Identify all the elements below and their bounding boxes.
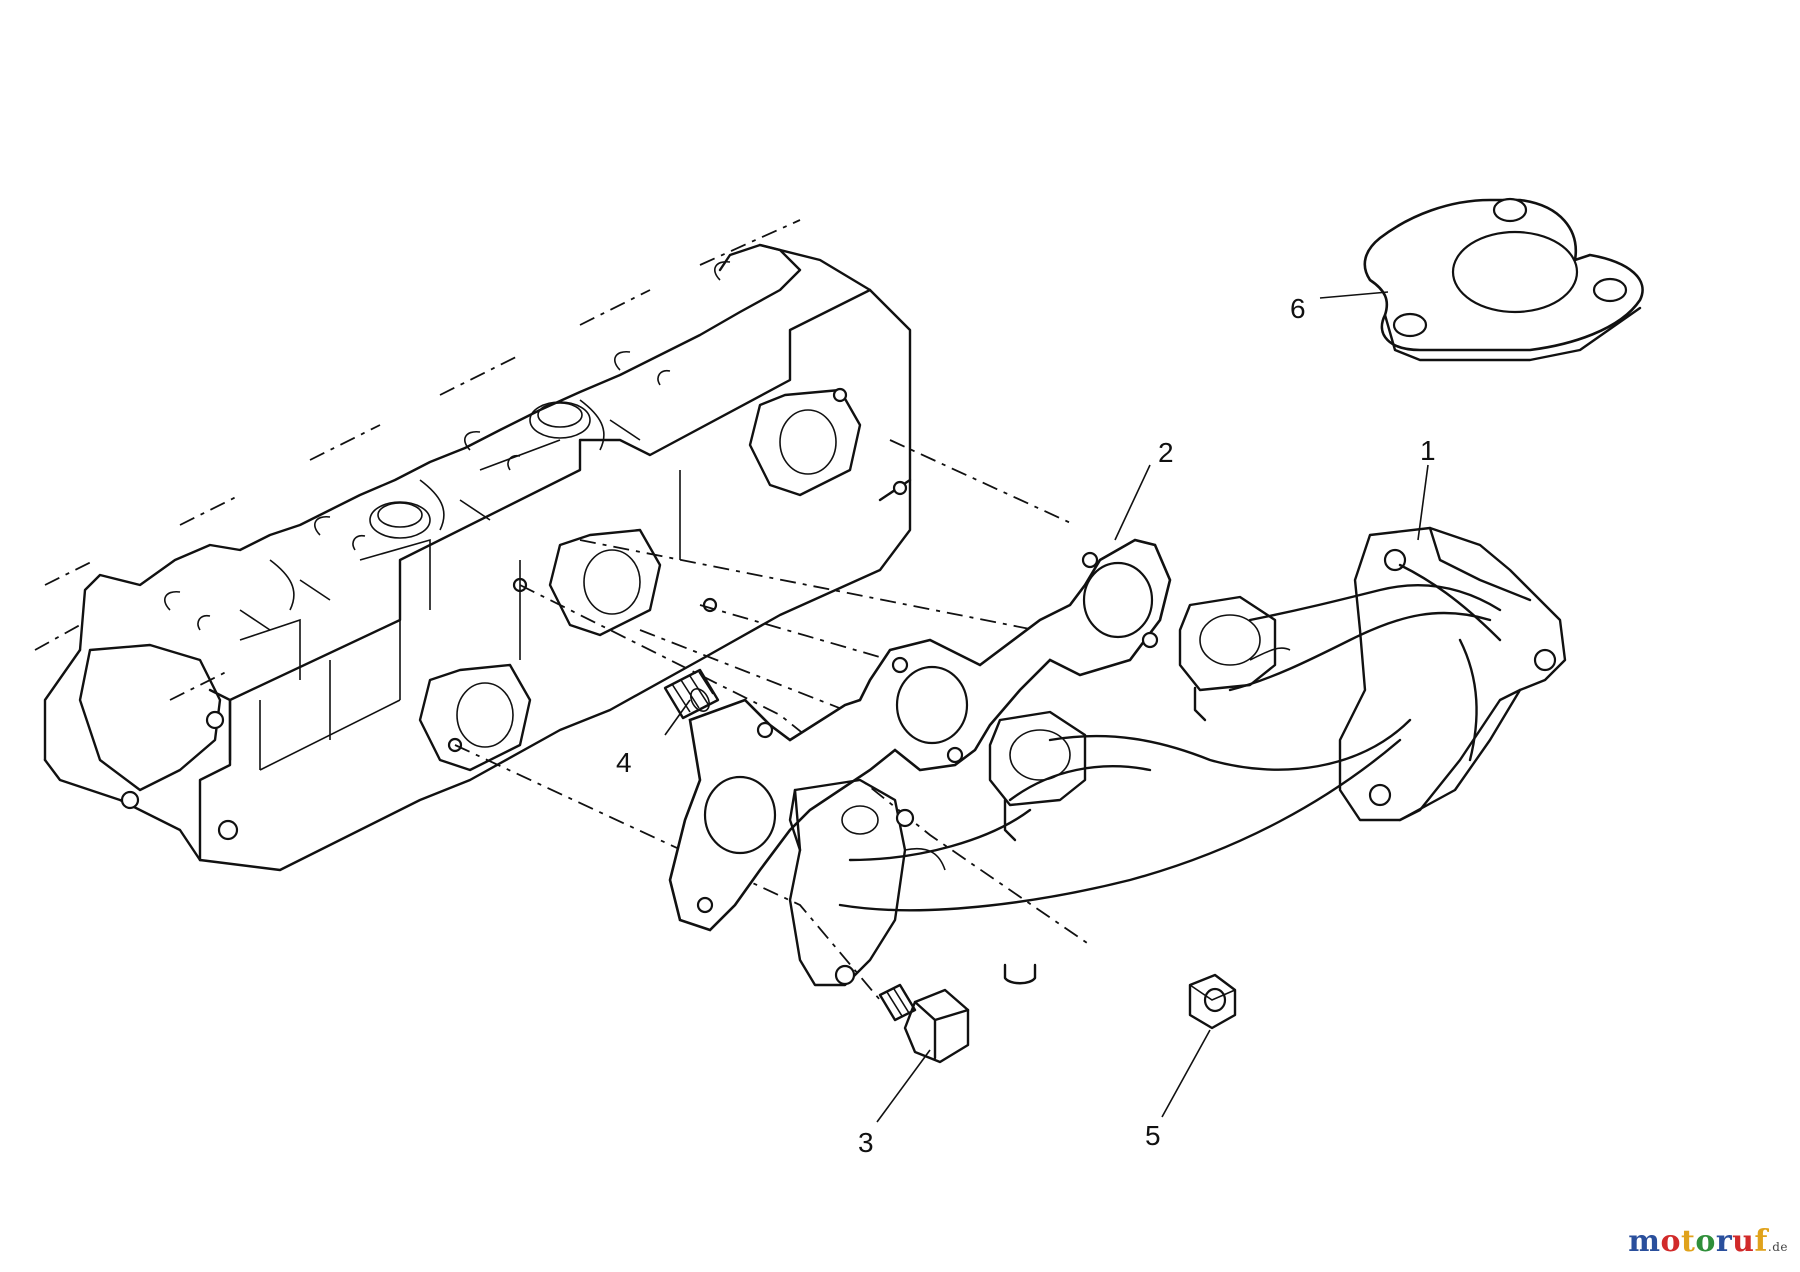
- watermark-text: motoruf: [1628, 1224, 1768, 1259]
- callout-6: 6: [1290, 293, 1306, 324]
- part-5-nut: [1188, 973, 1237, 1030]
- watermark-letter: m: [1628, 1224, 1661, 1259]
- watermark-letter: f: [1754, 1224, 1768, 1259]
- watermark-letter: o: [1695, 1224, 1716, 1259]
- watermark-letter: o: [1660, 1224, 1681, 1259]
- watermark-suffix: .de: [1767, 1240, 1788, 1254]
- part-3-bolt: [878, 983, 970, 1064]
- callout-4: 4: [616, 747, 632, 778]
- callout-1: 1: [1420, 435, 1436, 466]
- callout-5: 5: [1145, 1120, 1161, 1151]
- watermark-letter: t: [1680, 1224, 1696, 1259]
- part-2-exhaust-gasket: [668, 538, 1172, 932]
- leader-lines: [664, 291, 1429, 1123]
- callout-2: 2: [1158, 437, 1174, 468]
- callouts: 1 2 3 4 5 6: [616, 293, 1436, 1158]
- callout-3: 3: [858, 1127, 874, 1158]
- part-6-outlet-gasket: [1363, 197, 1644, 362]
- part-1-exhaust-manifold: [788, 526, 1567, 987]
- part-4-stud: [663, 668, 720, 720]
- watermark-logo: motoruf.de: [1628, 1224, 1788, 1259]
- watermark-letter: u: [1732, 1224, 1755, 1259]
- watermark-letter: r: [1715, 1224, 1733, 1259]
